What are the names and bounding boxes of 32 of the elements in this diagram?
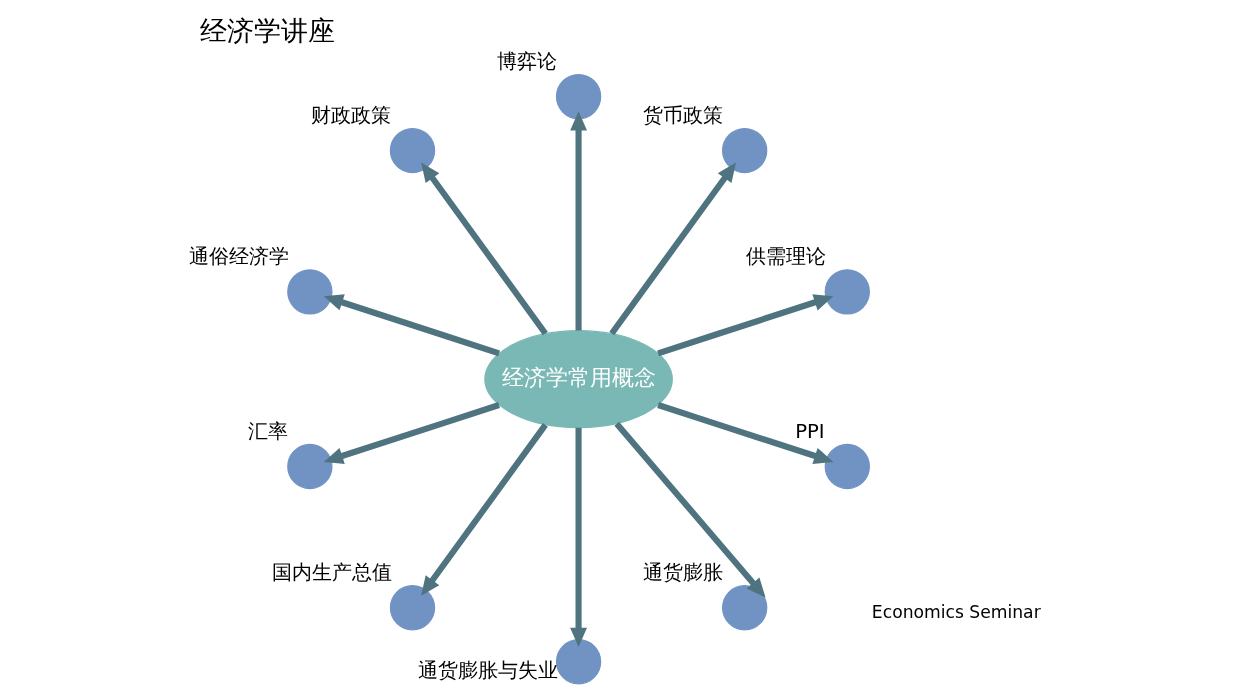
node-circle xyxy=(824,269,870,315)
node-circle xyxy=(286,269,333,315)
arrow xyxy=(608,162,736,336)
arrow xyxy=(420,423,548,596)
arrow xyxy=(323,402,500,464)
arrow xyxy=(569,427,587,647)
arrow xyxy=(569,111,587,331)
node-label: 通货膨胀 xyxy=(642,561,723,585)
node-label: 通货膨胀与失业 xyxy=(417,659,558,683)
node-label: 财政政策 xyxy=(310,104,391,128)
node-label: 汇率 xyxy=(247,420,288,444)
arrow xyxy=(656,402,833,464)
node-circle xyxy=(389,585,435,631)
label: Economics Seminar xyxy=(871,601,1041,622)
node-label: 通俗经济学 xyxy=(188,245,289,269)
node-circle xyxy=(721,585,767,631)
node-circle xyxy=(389,127,435,174)
arrow xyxy=(656,294,833,357)
node-label: 供需理论 xyxy=(745,245,826,269)
diagram-title: 经济学讲座 xyxy=(199,14,335,46)
arrow xyxy=(613,421,766,598)
node-label: 国内生产总值 xyxy=(271,561,392,585)
node-circle xyxy=(555,73,601,120)
arrow xyxy=(323,294,500,357)
node-ellipse: 经济学常用概念 xyxy=(483,330,673,429)
node-circle xyxy=(286,443,333,490)
node-label: 货币政策 xyxy=(642,104,723,128)
node-circle xyxy=(721,127,767,174)
node-label: PPI xyxy=(794,420,825,444)
node-label: 博弈论 xyxy=(496,50,557,74)
node-circle xyxy=(824,443,870,490)
arrow xyxy=(420,162,548,336)
